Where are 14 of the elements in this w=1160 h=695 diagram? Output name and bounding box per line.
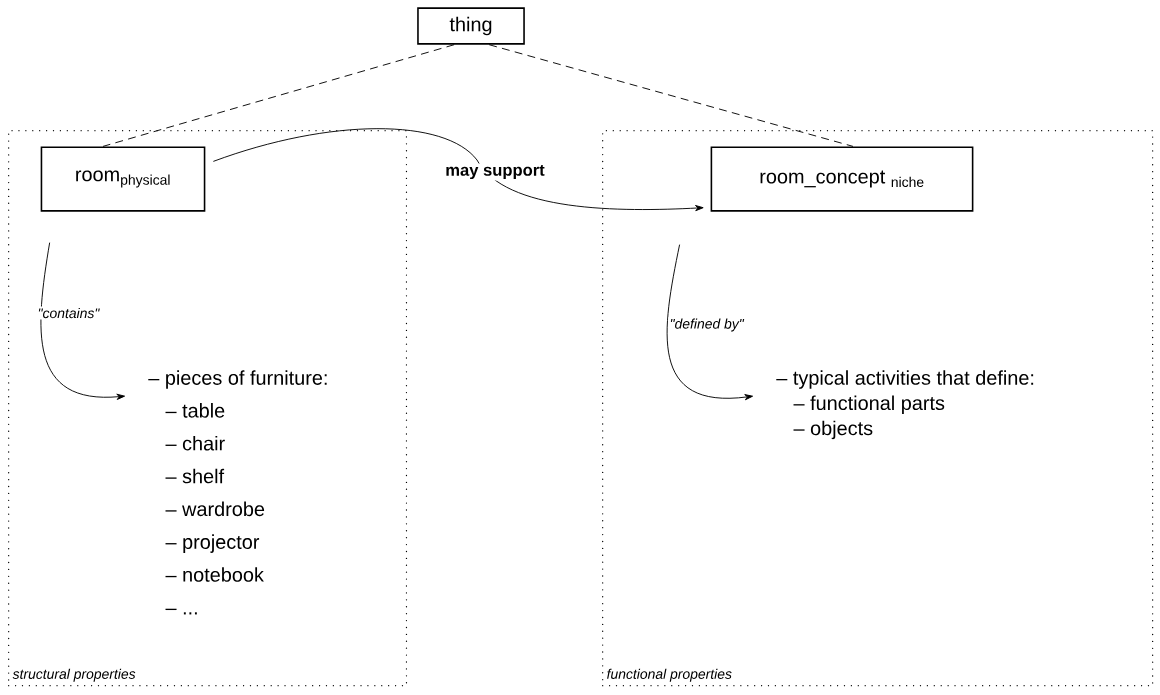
- edge-label: "defined by": [668, 317, 746, 333]
- edge-label: "contains": [36, 306, 101, 320]
- arrow: [212, 128, 704, 212]
- label-box: room_concept $_{niche}$: [710, 146, 974, 212]
- item-list: – pieces of furniture: – table – chair – shelf – wardrobe – projector – notebook – ...: [148, 370, 327, 615]
- region-heading: structural properties: [12, 668, 136, 682]
- arrow: [40, 242, 126, 400]
- item-list: – typical activities that define: – functional parts – objects: [776, 370, 1034, 440]
- arrow: [666, 244, 754, 401]
- label-box: thing: [417, 7, 525, 45]
- edge-label: may support: [443, 163, 547, 181]
- region-heading: functional properties: [607, 668, 732, 682]
- label-box: room$_{physical}$: [40, 146, 206, 212]
- dashed-line: [102, 44, 455, 147]
